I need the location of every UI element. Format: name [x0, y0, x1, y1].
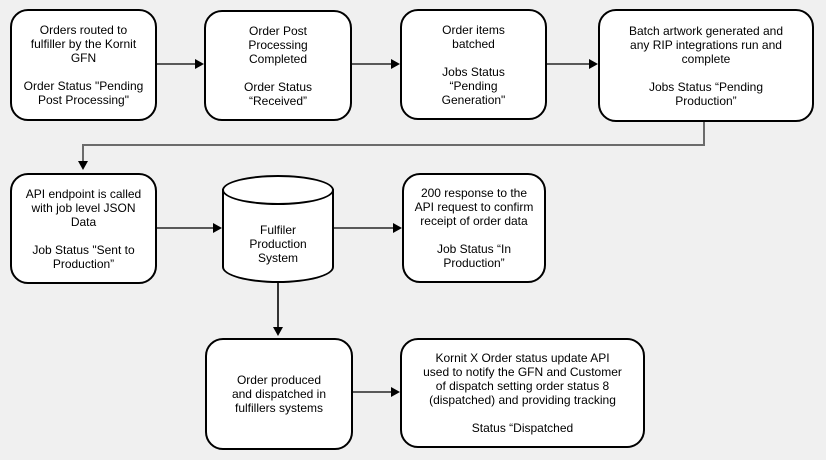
- connector-segment-horizontal: [82, 144, 705, 146]
- arrow-shaft: [334, 227, 394, 229]
- arrow-post-processing-to-batched: [352, 59, 400, 69]
- flow-node-200-response: 200 response to the API request to confi…: [402, 173, 546, 283]
- arrow-shaft: [157, 227, 214, 229]
- flow-node-orders-routed: Orders routed to fulfiller by the Kornit…: [10, 9, 157, 121]
- arrow-production-system-to-200-response: [334, 223, 402, 233]
- arrowhead-right-icon: [195, 59, 204, 69]
- arrow-shaft: [547, 63, 590, 65]
- arrow-api-endpoint-to-production-system: [157, 223, 222, 233]
- connector-segment-vertical: [277, 283, 279, 328]
- flow-node-batch-artwork-label: Batch artwork generated and any RIP inte…: [628, 23, 784, 108]
- flow-node-order-items-batched: Order items batched Jobs Status “Pending…: [400, 9, 547, 120]
- arrow-shaft: [352, 63, 392, 65]
- arrowhead-right-icon: [393, 223, 402, 233]
- flow-node-order-produced: Order produced and dispatched in fulfill…: [205, 338, 353, 450]
- arrowhead-right-icon: [391, 59, 400, 69]
- flow-node-batch-artwork: Batch artwork generated and any RIP inte…: [598, 9, 814, 122]
- arrowhead-down-icon: [78, 161, 88, 170]
- flow-node-kornit-x-status-update: Kornit X Order status update API used to…: [400, 338, 645, 448]
- cylinder-top-ellipse: [222, 175, 334, 205]
- flow-node-200-response-label: 200 response to the API request to confi…: [414, 186, 534, 270]
- connector-segment-vertical: [82, 144, 84, 162]
- arrowhead-right-icon: [589, 59, 598, 69]
- arrowhead-down-icon: [273, 327, 283, 336]
- connector-segment-vertical: [703, 122, 705, 146]
- arrowhead-right-icon: [213, 223, 222, 233]
- flow-node-fulfiller-production-system-label: Fulfiler Production System: [249, 223, 307, 265]
- flow-node-api-endpoint-label: API endpoint is called with job level JS…: [25, 186, 142, 271]
- arrow-shaft: [157, 63, 196, 65]
- flow-node-orders-routed-label: Orders routed to fulfiller by the Kornit…: [23, 23, 144, 107]
- flow-node-api-endpoint: API endpoint is called with job level JS…: [10, 173, 157, 284]
- arrow-shaft: [353, 391, 392, 393]
- flow-node-fulfiller-production-system: Fulfiler Production System: [222, 175, 334, 283]
- flow-node-order-produced-label: Order produced and dispatched in fulfill…: [231, 373, 327, 415]
- arrowhead-right-icon: [391, 387, 400, 397]
- flow-node-kornit-x-status-update-label: Kornit X Order status update API used to…: [423, 351, 622, 435]
- arrow-batched-to-batch-artwork: [547, 59, 598, 69]
- flow-node-post-processing-completed-label: Order Post Processing Completed Order St…: [243, 23, 313, 108]
- flow-node-post-processing-completed: Order Post Processing Completed Order St…: [204, 10, 352, 121]
- flow-node-order-items-batched-label: Order items batched Jobs Status “Pending…: [441, 22, 506, 107]
- cylinder-label-wrap: Fulfiler Production System: [222, 205, 334, 283]
- arrow-orders-to-post-processing: [157, 59, 204, 69]
- arrow-order-produced-to-kornit-x-update: [353, 387, 400, 397]
